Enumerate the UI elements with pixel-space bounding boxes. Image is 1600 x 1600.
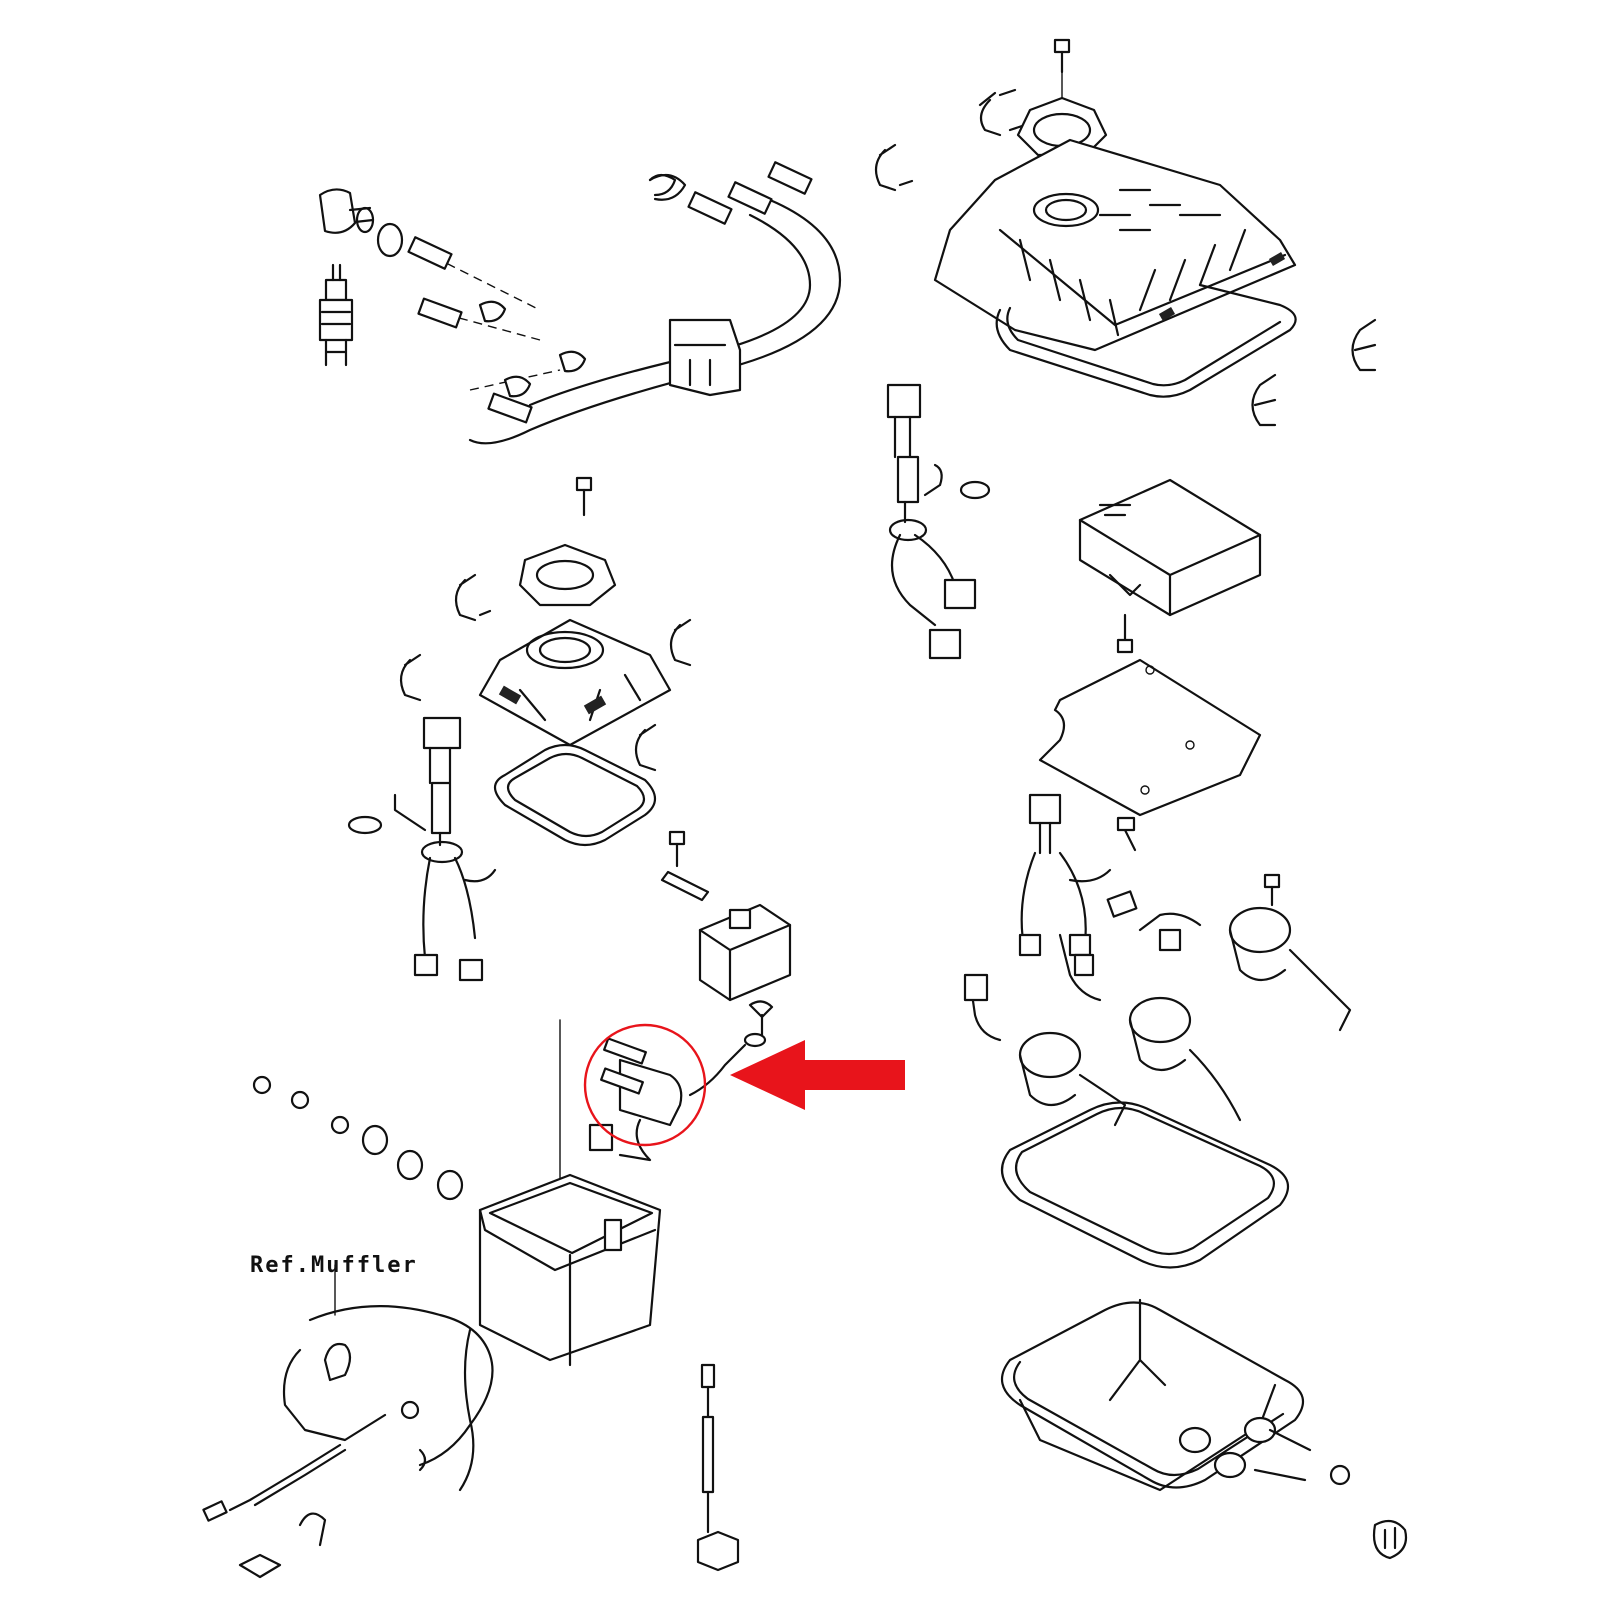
electric-box-case-large	[1000, 1298, 1351, 1492]
spark-plug	[318, 263, 354, 367]
clip-top-right-1	[978, 88, 1024, 137]
bolt-middle-left	[575, 476, 593, 517]
electric-box-cover	[933, 138, 1297, 352]
left-pointing-arrow-icon	[730, 1040, 905, 1110]
cable-grommet	[1372, 1519, 1408, 1560]
small-parts-row	[252, 1075, 464, 1201]
box-gasket-small	[493, 743, 657, 847]
reference-label: Ref.Muffler	[250, 1253, 418, 1278]
box-cover-small	[478, 618, 672, 747]
clip-right-1	[1351, 318, 1377, 372]
case-gasket-large	[1000, 1101, 1290, 1269]
clip-middle-left-1	[454, 573, 492, 622]
bolt-and-strap	[660, 830, 710, 902]
ignition-lead-harness	[407, 161, 842, 445]
clip-middle-left-3	[399, 653, 422, 702]
relay-block	[698, 903, 792, 1002]
cdi-unit	[1078, 478, 1262, 654]
clip-middle-left-4	[634, 723, 657, 772]
cover-gasket	[995, 283, 1297, 398]
ignition-coil-left	[963, 973, 1127, 1127]
grommet-washer-middle	[518, 543, 617, 607]
insulator-plate	[1038, 658, 1262, 817]
probe-sensor	[696, 1363, 740, 1572]
relay-bolt	[748, 1000, 774, 1037]
coupler-harness-right	[886, 383, 991, 660]
spark-plug-cap	[318, 188, 404, 258]
ignition-coil-right-top	[1138, 873, 1352, 1032]
clip-middle-left-2	[669, 618, 692, 667]
ignition-coil-center	[1058, 933, 1242, 1122]
clip-right-2	[1251, 373, 1277, 427]
starter-relay	[588, 1032, 767, 1162]
coupler-harness-left	[347, 716, 497, 982]
highlight-circle	[583, 1023, 707, 1147]
coupler-harness-lower-right	[1018, 793, 1138, 957]
electric-box-case-small	[478, 1019, 662, 1367]
clamp-ring-top	[648, 173, 687, 201]
clip-top-right-2	[874, 143, 914, 192]
temperature-sensor-lead	[202, 1443, 347, 1579]
muffler-outline	[282, 1305, 494, 1492]
